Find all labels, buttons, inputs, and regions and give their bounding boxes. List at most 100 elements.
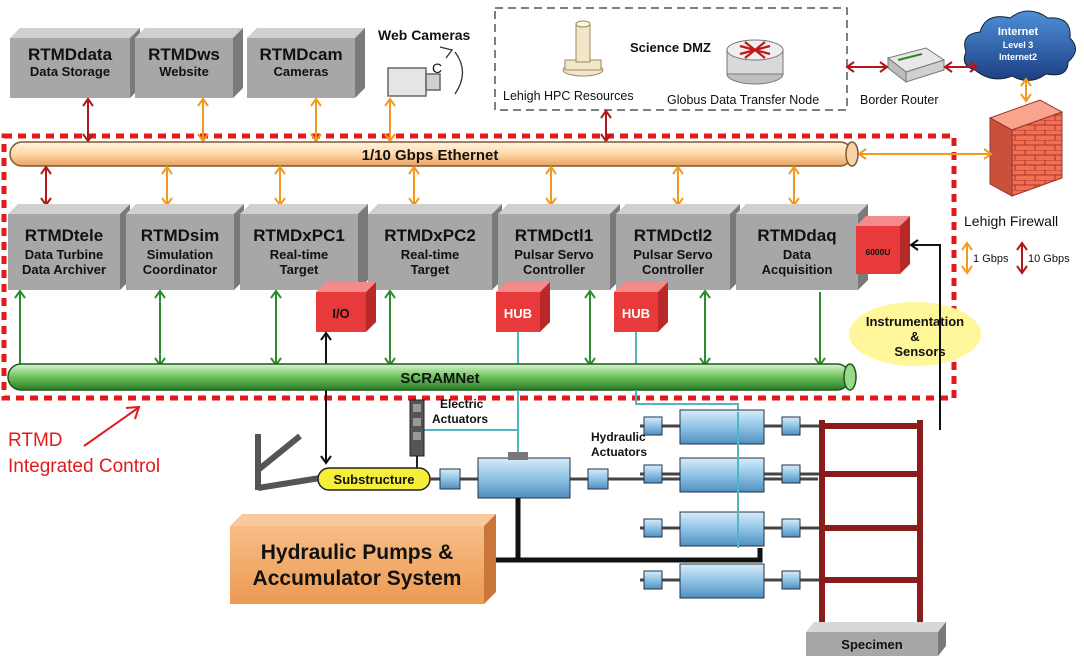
instrumentation-sensors-bubble: Instrumentation & Sensors (849, 302, 981, 366)
mid-box-sub: Acquisition (762, 262, 833, 277)
camera-rotation-label: C (432, 60, 442, 76)
border-router-icon (886, 47, 946, 84)
scramnet-label: SCRAMNet (400, 370, 479, 387)
specimen-base: Specimen (806, 622, 946, 656)
hpc-icon (562, 20, 604, 77)
hydraulic-actuator (640, 511, 820, 547)
hub-links (517, 332, 637, 366)
daq-unit-6000u: 6000U (856, 216, 910, 274)
mid-box-title: RTMDxPC1 (253, 226, 345, 245)
specimen-label: Specimen (841, 637, 902, 652)
scramnet-links (14, 289, 826, 367)
electric-actuators-label: Actuators (432, 412, 488, 426)
mid-box-title: RTMDxPC2 (384, 226, 476, 245)
ethernet-label: 1/10 Gbps Ethernet (362, 147, 499, 164)
substructure-node: Substructure (317, 467, 431, 491)
hydraulic-pumps-box: Hydraulic Pumps & Accumulator System (230, 514, 496, 604)
mid-box-rtmdxpc1: RTMDxPC1 Real-time Target (240, 204, 368, 290)
border-router-label: Border Router (860, 93, 939, 107)
science-dmz-label: Science DMZ (630, 40, 711, 55)
rtmd-label-line2: Integrated Control (8, 456, 160, 477)
camera-icon: C (387, 46, 464, 97)
mid-box-title: RTMDsim (141, 226, 219, 245)
globus-label: Globus Data Transfer Node (667, 93, 819, 107)
hydraulic-actuators-label: Actuators (591, 445, 647, 459)
electric-actuator-icon (409, 399, 425, 470)
specimen-frame (819, 420, 923, 624)
hub-label: HUB (622, 306, 650, 321)
hydraulic-actuator (640, 563, 820, 599)
legend-10gbps: 10 Gbps (1028, 253, 1070, 265)
rtmd-label-line1: RTMD (8, 430, 63, 451)
mid-box-sub: Pulsar Servo (633, 247, 713, 262)
instrumentation-amp: & (910, 329, 919, 344)
top-box-subtitle: Cameras (274, 64, 329, 79)
firewall-icon (988, 99, 1064, 197)
mid-box-sub: Data (783, 247, 812, 262)
io-module: I/O (316, 282, 376, 332)
daq-unit-label: 6000U (865, 247, 890, 257)
mid-box-rtmdctl1: RTMDctl1 Pulsar Servo Controller (498, 204, 620, 290)
top-box-title: RTMDws (148, 45, 220, 64)
mid-box-sub: Data Turbine (25, 247, 104, 262)
top-box-rtmdws: RTMDws Website (135, 28, 243, 98)
web-cameras-label: Web Cameras (378, 27, 471, 43)
mid-box-rtmdsim: RTMDsim Simulation Coordinator (126, 204, 244, 290)
internet-sub-label: Level 3 (1003, 40, 1034, 50)
science-dmz-box (494, 7, 848, 111)
globus-router-icon (726, 39, 784, 85)
io-link (320, 331, 332, 465)
rtmd-label: RTMD Integrated Control (8, 405, 160, 477)
substructure-frame (255, 433, 321, 491)
hub-module-1: HUB (496, 282, 550, 332)
mid-box-sub: Simulation (147, 247, 214, 262)
hydraulic-actuator-main (430, 452, 818, 499)
internet-sub-label: Internet2 (999, 52, 1037, 62)
mid-box-title: RTMDdaq (757, 226, 836, 245)
top-box-subtitle: Data Storage (30, 64, 110, 79)
hydraulic-actuator (640, 409, 820, 445)
pumps-label-line2: Accumulator System (253, 567, 462, 590)
top-box-title: RTMDdata (28, 45, 113, 64)
mid-box-rtmdtele: RTMDtele Data Turbine Data Archiver (8, 204, 130, 290)
mid-box-rtmdxpc2: RTMDxPC2 Real-time Target (368, 204, 502, 290)
electric-actuators-label: Electric (440, 397, 484, 411)
hub-module-2: HUB (614, 282, 668, 332)
hydraulic-actuators-label: Hydraulic (591, 430, 646, 444)
mid-box-rtmdctl2: RTMDctl2 Pulsar Servo Controller (616, 204, 740, 290)
top-box-title: RTMDcam (259, 45, 342, 64)
link-arrows-mid (40, 165, 800, 207)
sensor-link (909, 239, 941, 430)
mid-box-sub: Target (411, 262, 450, 277)
mid-box-sub: Controller (642, 262, 704, 277)
hydraulic-lines (486, 498, 763, 563)
mid-box-sub: Coordinator (143, 262, 217, 277)
mid-box-sub: Real-time (401, 247, 460, 262)
sensors-label: Sensors (894, 344, 945, 359)
instrumentation-label: Instrumentation (866, 314, 964, 329)
io-label: I/O (332, 306, 349, 321)
hydraulic-actuator (640, 457, 820, 493)
pumps-label-line1: Hydraulic Pumps & (261, 541, 454, 564)
legend-1gbps: 1 Gbps (973, 253, 1009, 265)
top-box-rtmdcam: RTMDcam Cameras (247, 28, 365, 98)
mid-box-title: RTMDctl2 (634, 226, 712, 245)
mid-box-title: RTMDtele (25, 226, 103, 245)
top-box-subtitle: Website (159, 64, 209, 79)
mid-box-sub: Real-time (270, 247, 329, 262)
hub-label: HUB (504, 306, 532, 321)
link-arrows-top (82, 61, 1032, 160)
legend: 1 Gbps 10 Gbps (961, 241, 1070, 275)
internet-cloud-icon: Internet Level 3 Internet2 (963, 10, 1076, 81)
mid-box-sub: Controller (523, 262, 585, 277)
top-box-rtmddata: RTMDdata Data Storage (10, 28, 140, 98)
firewall-label: Lehigh Firewall (964, 213, 1058, 229)
mid-box-sub: Data Archiver (22, 262, 106, 277)
substructure-label: Substructure (334, 472, 415, 487)
rtmd-integrated-control-border (1, 133, 957, 401)
mid-box-sub: Target (280, 262, 319, 277)
hpc-label: Lehigh HPC Resources (503, 89, 634, 103)
internet-label: Internet (998, 26, 1039, 38)
mid-box-title: RTMDctl1 (515, 226, 593, 245)
